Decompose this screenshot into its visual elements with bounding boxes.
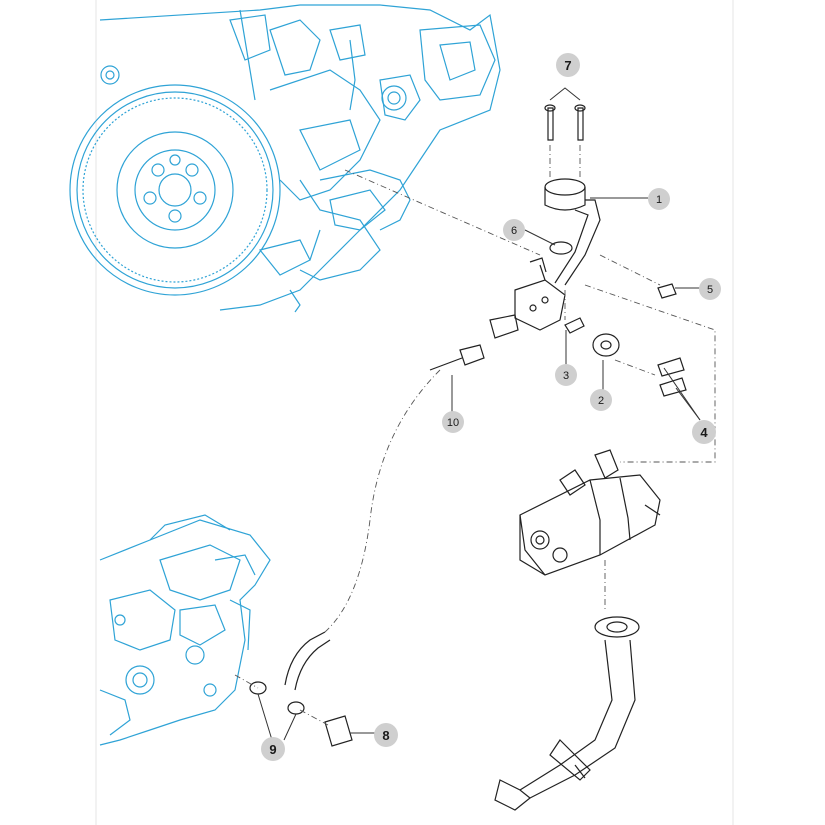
svg-text:5: 5	[707, 284, 713, 296]
assembly-lines	[234, 145, 716, 726]
svg-text:10: 10	[447, 417, 459, 429]
hydraulic-pump-icon	[519, 449, 661, 576]
callout-4: 4	[692, 420, 716, 444]
oil-hose-icon	[249, 631, 353, 747]
callout-1: 1	[648, 188, 670, 210]
engine-block-icon	[69, 4, 501, 313]
callout-9: 9	[261, 737, 285, 761]
callout-8: 8	[374, 723, 398, 747]
callout-2: 2	[590, 389, 612, 411]
leader-lines	[257, 87, 701, 741]
transmission-housing-icon	[99, 514, 271, 746]
suction-pipe-icon	[494, 616, 640, 811]
svg-text:3: 3	[563, 370, 569, 382]
svg-text:8: 8	[382, 728, 389, 743]
callout-5: 5	[699, 278, 721, 300]
oil-cooler-assembly	[429, 104, 687, 397]
o-ring-icon	[549, 241, 573, 255]
callout-10: 10	[442, 411, 464, 433]
callout-3: 3	[555, 364, 577, 386]
svg-text:7: 7	[564, 58, 571, 73]
svg-text:4: 4	[700, 425, 708, 440]
svg-text:2: 2	[598, 395, 604, 407]
svg-text:6: 6	[511, 225, 517, 237]
svg-text:1: 1	[656, 194, 662, 206]
callout-7: 7	[556, 53, 580, 77]
svg-text:9: 9	[269, 742, 276, 757]
callout-6: 6	[503, 219, 525, 241]
